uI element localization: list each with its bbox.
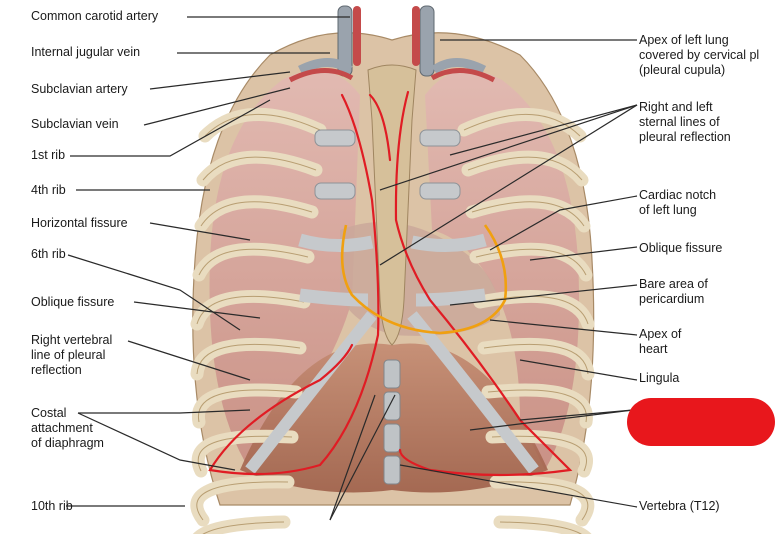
rib-right-5-edge	[196, 295, 305, 325]
label-right-vertebral-line: Right vertebral line of pleural reflecti…	[31, 333, 113, 377]
leader-line-18	[529, 246, 638, 261]
sternum	[367, 64, 417, 346]
leader-line-9	[127, 340, 251, 381]
leader-line-4	[70, 99, 271, 157]
label-6th-rib: 6th rib	[31, 247, 66, 261]
label-sternal-lines: Right and left sternal lines of pleural …	[639, 100, 731, 144]
label-costal-attachment: Costal attachment of diaphragm	[31, 406, 104, 450]
label-horizontal-fissure: Horizontal fissure	[31, 216, 128, 230]
rib-right-9-edge	[196, 481, 289, 521]
label-1st-rib: 1st rib	[31, 148, 66, 162]
leader-line-10	[78, 409, 251, 414]
rib-left-5-edge	[479, 295, 589, 325]
label-lingula: Lingula	[639, 371, 680, 385]
label-internal-jugular-vein: Internal jugular vein	[31, 45, 141, 59]
cardiac-notch-line	[340, 224, 508, 335]
leader-line-26	[329, 394, 396, 521]
leader-line-25	[329, 394, 376, 521]
leader-line-24	[399, 464, 638, 508]
leader-line-19	[449, 284, 638, 306]
leader-line-8	[133, 301, 261, 319]
leader-line-3	[143, 87, 291, 126]
label-cardiac-notch: Cardiac notch of left lung	[639, 188, 717, 217]
leader-line-23	[469, 409, 634, 431]
label-vertebra-t12: Vertebra (T12)	[639, 499, 720, 513]
pleural-reflection-lines	[208, 90, 573, 477]
neck-vessels	[288, 5, 496, 83]
label-subclavian-vein: Subclavian vein	[31, 117, 119, 131]
rib-left-9-edge	[495, 481, 589, 521]
label-oblique-fissure-left: Oblique fissure	[31, 295, 115, 309]
leader-line-7	[67, 254, 241, 331]
rib-right-4-edge	[198, 248, 309, 276]
leader-line-20	[489, 319, 638, 336]
label-bare-area: Bare area of pericardium	[639, 277, 708, 306]
leader-lines	[66, 16, 638, 521]
leader-line-11	[77, 412, 236, 471]
rib-right-1-edge	[204, 114, 321, 137]
rib-right-7-edge	[197, 389, 297, 423]
label-oblique-fissure-right: Oblique fissure	[639, 241, 723, 255]
rib-right-2-edge	[202, 156, 317, 181]
leader-line-14	[449, 104, 638, 156]
rib-right-3-edge	[200, 201, 313, 227]
leader-line-6	[149, 222, 251, 241]
vertebral-column	[383, 359, 401, 485]
leader-line-21	[519, 359, 638, 381]
label-10th-rib: 10th rib	[31, 499, 73, 513]
costal-cartilages	[245, 129, 539, 474]
leader-line-22	[519, 409, 634, 421]
label-apex-left-lung: Apex of left lung covered by cervical pl…	[639, 33, 760, 77]
rib-right-6-edge	[196, 343, 301, 375]
leader-line-16	[379, 104, 638, 266]
label-subclavian-artery: Subclavian artery	[31, 82, 128, 96]
rib-left-4-edge	[475, 248, 587, 276]
rib-left-1-edge	[463, 114, 581, 137]
rib-left-6-edge	[483, 343, 589, 375]
ribs-left-side	[457, 108, 595, 539]
label-common-carotid-artery: Common carotid artery	[31, 9, 159, 23]
label-4th-rib: 4th rib	[31, 183, 66, 197]
leader-line-17	[489, 195, 638, 251]
label-apex-heart: Apex of heart	[639, 327, 682, 356]
leader-line-15	[379, 104, 638, 191]
leader-line-2	[149, 71, 291, 90]
rib-left-2-edge	[467, 156, 583, 181]
red-redaction-box	[627, 398, 775, 446]
rib-left-3-edge	[471, 201, 585, 227]
